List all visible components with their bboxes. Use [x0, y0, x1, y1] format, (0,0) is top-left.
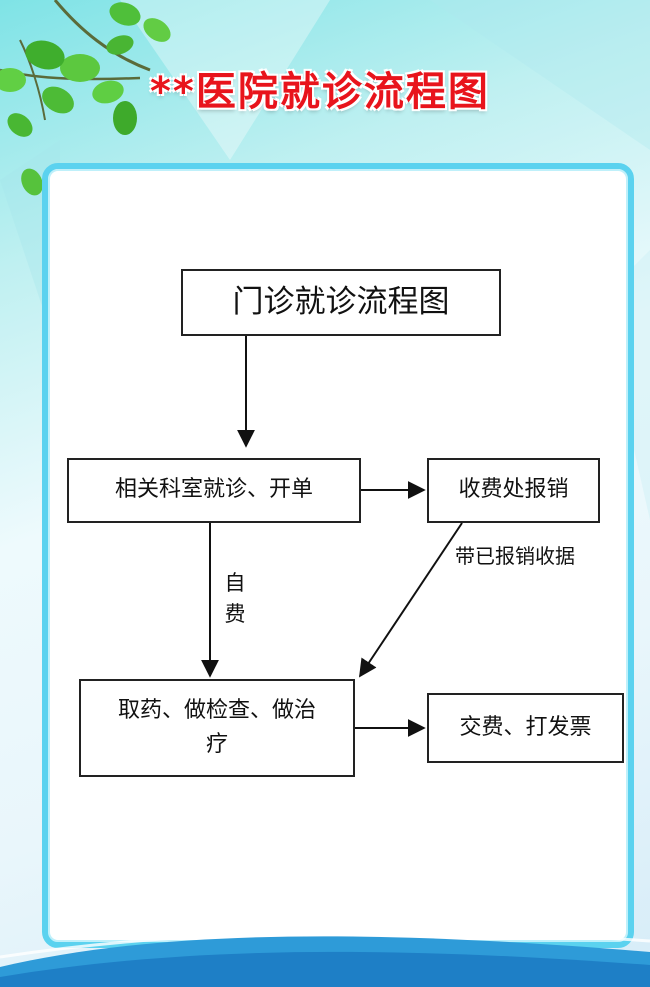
poster-title: **医院就诊流程图 — [150, 69, 490, 115]
node-billing-reimbursement: 收费处报销 — [427, 458, 600, 523]
edge-label-with-receipt: 带已报销收据 — [455, 544, 575, 568]
node-outpatient-flow-title: 门诊就诊流程图 — [181, 269, 501, 336]
node-medicine-exam-treatment: 取药、做检查、做治疗 — [79, 679, 355, 777]
leaf-branch-icon — [0, 0, 171, 196]
bottom-wave-icon — [0, 929, 650, 987]
edge-label-self-pay: 自费 — [224, 571, 246, 626]
arrow-billing-to-medicine — [359, 522, 463, 678]
node-pay-invoice: 交费、打发票 — [427, 693, 624, 763]
node-department-visit: 相关科室就诊、开单 — [67, 458, 361, 523]
